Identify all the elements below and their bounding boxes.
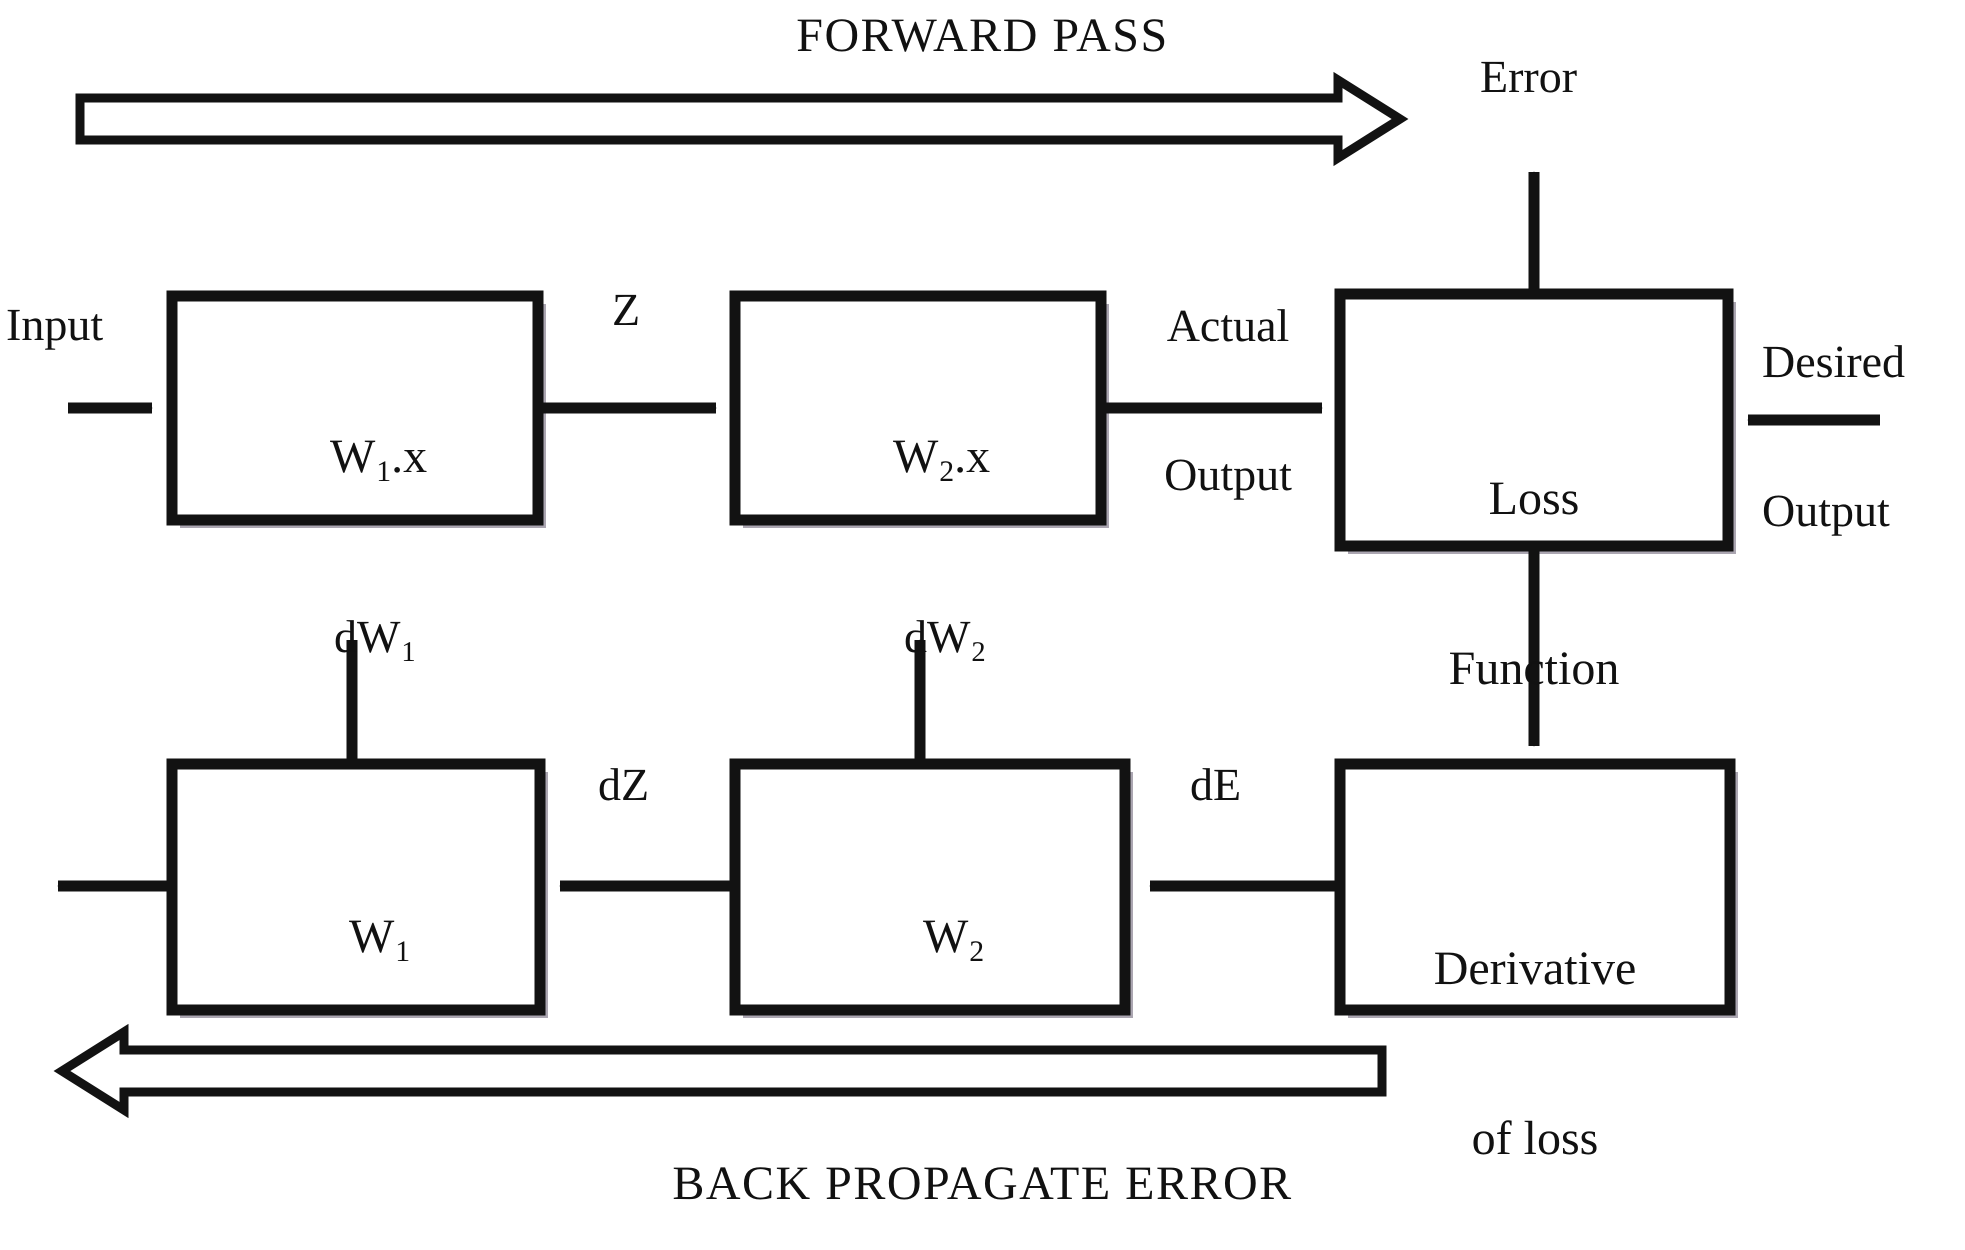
banner-forward-pass-label: FORWARD PASS bbox=[796, 9, 1169, 62]
node-label-w1x: W1.x bbox=[172, 372, 538, 546]
node-label-w2x-subscript: 2 bbox=[939, 455, 955, 489]
node-label-w1: W1 bbox=[172, 852, 540, 1026]
edge-label-dw1-base: dW bbox=[334, 610, 401, 662]
node-label-w1-base: W bbox=[348, 909, 395, 963]
edge-label-z: Z bbox=[612, 284, 641, 335]
edge-label-desired-output: Desired Output bbox=[1762, 238, 1962, 635]
edge-label-input: Input bbox=[6, 299, 104, 350]
node-label-w1x-suffix: .x bbox=[391, 429, 428, 483]
node-label-w1x-base: W bbox=[329, 429, 376, 483]
edge-label-error: Error bbox=[1480, 51, 1578, 102]
node-box-w1 bbox=[166, 758, 546, 1016]
node-label-w2x: W2.x bbox=[735, 372, 1101, 546]
edge-label-dw1: dW1 bbox=[288, 562, 416, 718]
node-label-w1x-subscript: 1 bbox=[376, 455, 392, 489]
edge-label-dw2-subscript: 2 bbox=[971, 636, 986, 668]
edge-label-dw1-subscript: 1 bbox=[401, 636, 416, 668]
edge-label-actual-output-line1: Actual bbox=[1166, 300, 1290, 352]
edge-label-desired-output-line1: Desired bbox=[1762, 336, 1906, 388]
node-box-derivative-of-loss bbox=[1334, 758, 1736, 1016]
node-label-derivative-line2: of loss bbox=[1471, 1112, 1599, 1166]
banner-back-propagate-label: BACK PROPAGATE ERROR bbox=[672, 1157, 1293, 1210]
edge-label-dz: dZ bbox=[598, 759, 650, 810]
node-label-w1-subscript: 1 bbox=[395, 935, 411, 969]
node-box-loss-function bbox=[1334, 288, 1734, 552]
node-label-w2x-suffix: .x bbox=[954, 429, 991, 483]
edge-label-dw2-base: dW bbox=[904, 610, 971, 662]
node-label-w2: W2 bbox=[735, 852, 1125, 1026]
edge-label-desired-output-line2: Output bbox=[1762, 485, 1890, 537]
node-box-w2 bbox=[729, 758, 1131, 1016]
node-label-w2-base: W bbox=[922, 909, 969, 963]
node-label-w2-subscript: 2 bbox=[969, 935, 985, 969]
node-label-derivative-line1: Derivative bbox=[1433, 942, 1637, 996]
node-label-loss-function: Loss Function bbox=[1340, 358, 1728, 811]
node-label-derivative-of-loss: Derivative of loss bbox=[1340, 828, 1730, 1250]
edge-label-actual-output-line2: Output bbox=[1164, 449, 1292, 501]
node-label-loss-line2: Function bbox=[1448, 642, 1620, 696]
back-propagate-arrow bbox=[53, 1023, 1387, 1119]
edge-label-dw2: dW2 bbox=[858, 562, 986, 718]
node-box-w2x bbox=[729, 290, 1107, 526]
node-label-loss-line1: Loss bbox=[1488, 472, 1580, 526]
node-label-w2x-base: W bbox=[892, 429, 939, 483]
edge-label-actual-output: Actual Output bbox=[1133, 202, 1323, 599]
node-box-w1x bbox=[166, 290, 544, 526]
edge-label-de: dE bbox=[1190, 759, 1242, 810]
forward-pass-arrow bbox=[75, 71, 1409, 167]
